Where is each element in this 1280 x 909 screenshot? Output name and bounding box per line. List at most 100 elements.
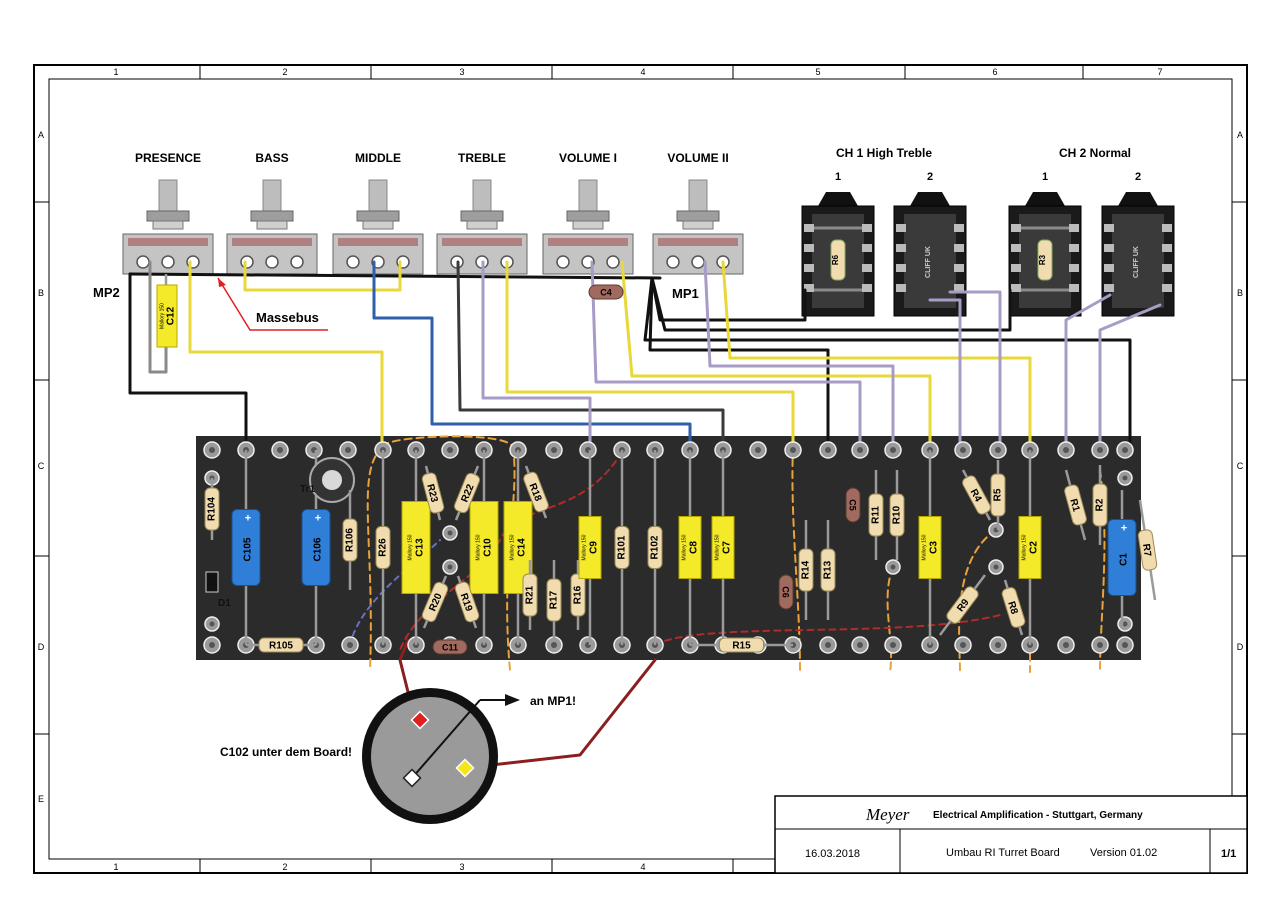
resistor-label: R101 [617, 535, 628, 559]
pot-nut [460, 210, 504, 222]
resistor: R9 [946, 586, 979, 624]
pot-bushing [362, 220, 394, 230]
massebus-arrow [217, 277, 328, 331]
jack-lug [1104, 264, 1114, 272]
turret-hole [1097, 642, 1103, 648]
potentiometer: TREBLE [436, 151, 528, 275]
col-label: 6 [992, 67, 997, 77]
resistor-body [522, 573, 538, 617]
resistor-body [614, 526, 630, 569]
turret-hole [825, 642, 831, 648]
mp1-ch2-wire [650, 276, 1012, 332]
col-label: 2 [282, 67, 287, 77]
jack-resistor [830, 239, 846, 281]
jack-face [904, 214, 956, 308]
jack-lug [1069, 244, 1079, 252]
turret-hole [209, 447, 215, 453]
jack-lug [1162, 284, 1172, 292]
capacitor-label: C7 [722, 541, 733, 554]
jack-lug [896, 284, 906, 292]
resistor-label: R23 [424, 483, 439, 504]
resistor-body [798, 548, 814, 592]
pot-nut [566, 210, 610, 222]
volume1-wire [620, 260, 932, 452]
resistor-body [1064, 484, 1087, 526]
turret-hole [209, 621, 215, 627]
jack-lug [1069, 284, 1079, 292]
pot-track [338, 238, 418, 246]
c12-wire [148, 260, 168, 374]
pot-label: MIDDLE [355, 151, 401, 165]
dashed-blue-wire [349, 539, 441, 646]
turret-hole [1122, 621, 1128, 627]
pot-label: BASS [255, 151, 288, 165]
frame-labels: 1 2 3 4 5 6 7 1 2 3 4 A B C D E A B C D [38, 67, 1244, 872]
row-label: D [1237, 642, 1244, 652]
resistor-body [946, 586, 979, 624]
resistor-body [546, 578, 562, 622]
mp2-wire [128, 272, 248, 452]
capacitor-brand: Mallory 150 [509, 534, 515, 560]
volume1-wiper-wire [590, 260, 862, 452]
dashed-orange-c3 [886, 566, 894, 673]
jack-lug [1104, 284, 1114, 292]
potentiometer: VOLUME II [652, 151, 744, 275]
pot-lug [691, 255, 705, 269]
jack-lug [954, 284, 964, 292]
polarity-mark: + [245, 513, 251, 525]
jack-resistor [1037, 239, 1053, 281]
mp2-label: MP2 [93, 285, 120, 300]
pot-bushing [152, 220, 184, 230]
resistor: R1 [1064, 484, 1087, 526]
treble-wire [505, 260, 795, 452]
row-label: D [38, 642, 45, 652]
electrolytic-capacitor [301, 509, 331, 586]
resistor-label: R14 [801, 560, 812, 579]
col-label: 1 [113, 862, 118, 872]
inner-frame [48, 78, 1233, 860]
resistor-label: R26 [378, 538, 389, 557]
turret-hole [890, 564, 896, 570]
middle-wire [372, 260, 692, 452]
pot-track [232, 238, 312, 246]
capacitor-brand: Mallory 150 [714, 534, 720, 560]
massebus-arrowhead [218, 278, 226, 287]
resistor-label: R17 [549, 590, 560, 609]
col-label: 3 [459, 862, 464, 872]
jack-lilac-wire-4 [1064, 293, 1112, 452]
turret-hole [1063, 447, 1069, 453]
pot-lug [136, 255, 150, 269]
jack-lug [954, 264, 964, 272]
pot-lug [556, 255, 570, 269]
capacitor-brand: Mallory 150 [1021, 534, 1027, 560]
turret-hole [209, 642, 215, 648]
capacitor-label: C6 [781, 586, 791, 598]
capacitor-label: C11 [442, 642, 458, 652]
c102-white-terminal [402, 768, 422, 788]
jack-lug [862, 284, 872, 292]
row-label: B [1237, 288, 1243, 298]
channel-label: CH 1 High Treble [836, 146, 932, 160]
resistor-body [421, 581, 449, 623]
capacitor-label: C1 [1119, 553, 1130, 566]
capacitor-brand: Mallory 150 [475, 534, 481, 560]
film-capacitor [401, 501, 431, 594]
jack-number: 1 [835, 171, 841, 183]
capacitor-brand: Mallory 150 [921, 534, 927, 560]
col-label: 2 [282, 862, 287, 872]
jack-lilac-wire-2 [948, 290, 1002, 452]
resistor-body [868, 493, 884, 537]
ceramic-capacitor-body [778, 574, 794, 610]
wires [128, 260, 1162, 770]
jack-lug [1011, 224, 1021, 232]
pot-lug [290, 255, 304, 269]
pot-track [128, 238, 208, 246]
pot-shaft [158, 179, 178, 213]
capacitor-label: C8 [689, 541, 700, 554]
resistor-label: R102 [650, 535, 661, 559]
jack-top [1025, 192, 1065, 206]
pot-track [658, 238, 738, 246]
pot-label: VOLUME II [667, 151, 728, 165]
trimpot-knob [322, 470, 342, 490]
